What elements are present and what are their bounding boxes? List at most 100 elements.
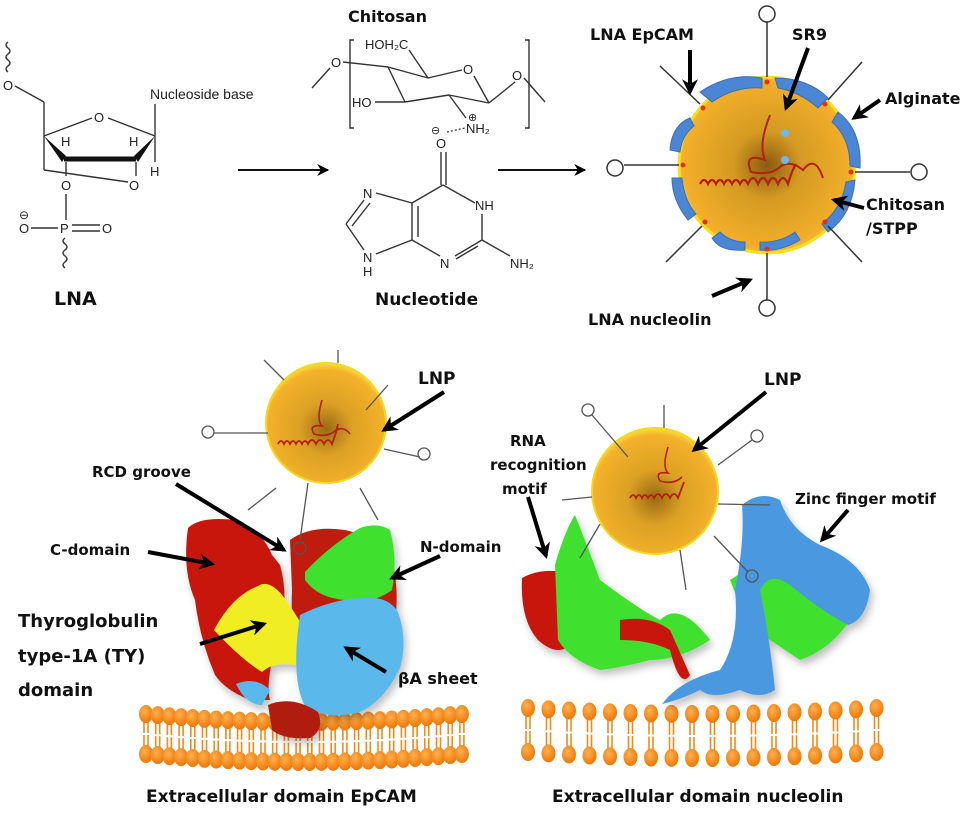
- lipid-head: [232, 751, 247, 770]
- lipid-head: [746, 748, 761, 767]
- atom-o-bridge: O: [129, 178, 139, 193]
- label-lnp-left: LNP: [418, 369, 456, 389]
- arrow-ba-sheet: [343, 646, 388, 674]
- aptamer-strand: [827, 61, 863, 101]
- lipid-head: [767, 703, 781, 722]
- atom-nh1: NH: [475, 198, 494, 213]
- lipid-head: [326, 752, 341, 771]
- caption-nucleolin: Extracellular domain nucleolin: [552, 787, 843, 807]
- lipid-head: [197, 749, 212, 768]
- alginate-patch: [671, 177, 697, 221]
- lipid-head: [431, 707, 446, 726]
- label-lnp-right: LNP: [764, 370, 802, 390]
- label-ba-sheet: βA sheet: [398, 669, 478, 688]
- bond: [455, 245, 479, 260]
- lipid-head: [431, 747, 446, 766]
- lipid-head: [623, 747, 638, 766]
- atom-o-minus: O: [19, 221, 29, 236]
- nucleolin-panel: LNP RNA recognition motif Zinc finger mo…: [490, 370, 936, 807]
- lipid-molecule: [174, 708, 189, 767]
- lipid-molecule: [150, 706, 165, 765]
- arrow-n-domain: [389, 554, 441, 580]
- lipid-head: [443, 706, 458, 725]
- lipid-molecule: [746, 704, 761, 767]
- bond: [427, 69, 463, 79]
- lipid-molecule: [384, 710, 399, 769]
- lipid-molecule: [361, 711, 376, 770]
- lipid-molecule: [443, 706, 458, 765]
- lnp-core-right: [592, 428, 718, 554]
- plus-charge: ⊕: [468, 112, 477, 124]
- bond: [448, 94, 467, 119]
- arrow-ty-domain: [199, 620, 268, 646]
- lipid-head: [603, 747, 617, 766]
- rrm-red-fragment: [620, 618, 690, 680]
- atom-o-right: O: [512, 68, 522, 83]
- lipid-head: [746, 704, 761, 723]
- rna-helix: [699, 163, 797, 188]
- aptamer-strand: [659, 65, 701, 105]
- lipid-molecule: [582, 702, 597, 765]
- lipid-molecule: [808, 702, 822, 765]
- lipid-head: [396, 749, 411, 768]
- lipid-head: [139, 705, 153, 723]
- label-sr9: SR9: [792, 25, 827, 44]
- lipid-molecule: [787, 703, 802, 766]
- lipid-head: [644, 704, 658, 723]
- lipid-head: [541, 700, 556, 719]
- lipid-molecule: [396, 709, 411, 768]
- lipid-head: [267, 752, 282, 771]
- alginate-patch: [831, 111, 861, 169]
- sr9-bead: [781, 129, 789, 137]
- lipid-molecule: [431, 707, 446, 766]
- nh2-plus-group: NH₂: [466, 121, 490, 136]
- nucleoside-base-label: Nucleoside base: [150, 86, 254, 102]
- lipid-head: [291, 752, 306, 771]
- aptamer-loop: [758, 5, 776, 23]
- atom-o-5prime: O: [3, 78, 13, 93]
- atom-nh2: NH₂: [510, 256, 534, 271]
- label-rrm-line1: RNA: [510, 432, 546, 450]
- arrow-chitosan-stpp: [830, 195, 865, 212]
- bond: [523, 77, 546, 103]
- lipid-head: [849, 744, 863, 763]
- lipid-head: [521, 699, 535, 717]
- lipid-head: [361, 711, 376, 730]
- alginate-patch: [699, 76, 763, 103]
- arrow-c-domain: [147, 550, 216, 570]
- ba-sheet-fragment: [236, 681, 270, 705]
- lipid-molecule: [664, 704, 679, 767]
- lipid-head: [244, 712, 259, 731]
- wavy-bond-bottom: [62, 237, 68, 269]
- label-alginate: Alginate: [885, 89, 961, 108]
- arrow-lnp-right: [691, 390, 768, 453]
- label-ty-line2: type-1A (TY): [18, 646, 145, 667]
- lipid-head: [150, 746, 165, 765]
- lipid-head: [419, 708, 434, 727]
- lipid-head: [220, 751, 235, 770]
- label-rrm-line2: recognition: [490, 456, 587, 474]
- lipid-molecule: [244, 712, 259, 771]
- lipid-head: [726, 704, 740, 723]
- ionic-interaction: [446, 127, 466, 133]
- lipid-head: [209, 750, 224, 769]
- aptamer-strands-right: [561, 403, 771, 591]
- lipid-head: [326, 712, 341, 731]
- arrow-rrm: [526, 496, 550, 560]
- alginate-patch: [711, 231, 746, 251]
- atom-o-left: O: [331, 55, 341, 70]
- lipid-head: [197, 709, 212, 728]
- lipid-head: [541, 744, 556, 763]
- rna-helix: [277, 423, 339, 447]
- lipid-head: [644, 748, 658, 767]
- lipid-head: [582, 746, 597, 765]
- aptamer-strand: [827, 225, 863, 263]
- lipid-head: [408, 749, 423, 768]
- bond: [488, 81, 516, 104]
- lipid-head: [150, 706, 165, 725]
- lipid-head: [443, 746, 458, 765]
- label-stpp: /STPP: [866, 219, 918, 238]
- lipid-head: [361, 751, 376, 770]
- rrm-green-shape: [555, 515, 710, 670]
- bond: [404, 94, 450, 103]
